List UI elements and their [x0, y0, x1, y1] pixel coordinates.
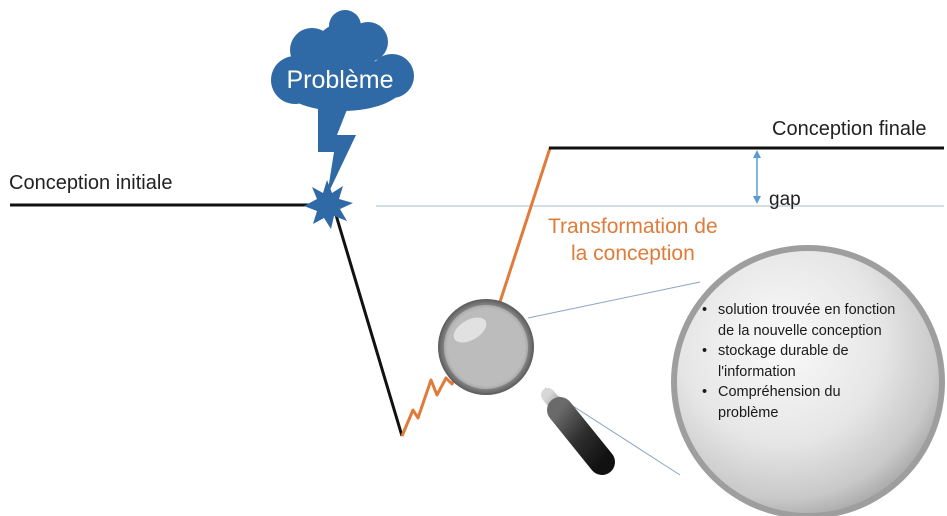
- cloud-icon: [271, 10, 414, 111]
- list-item: solution trouvée en fonction de la nouve…: [702, 300, 902, 341]
- final-conception-label: Conception finale: [772, 118, 927, 140]
- magnifier-icon: [438, 299, 615, 475]
- burst-icon: [304, 180, 353, 229]
- gap-label: gap: [769, 189, 801, 210]
- drop-line: [334, 214, 404, 437]
- gap-arrow: [753, 150, 761, 204]
- transformation-label-line1: Transformation de: [548, 215, 718, 238]
- initial-conception-label: Conception initiale: [9, 172, 173, 194]
- zoom-connector-top: [527, 281, 701, 319]
- list-item: stockage durable de l'information: [702, 341, 902, 382]
- transformation-label-line2: la conception: [571, 242, 695, 265]
- list-item: Compréhension du problème: [702, 382, 902, 423]
- problem-label: Problème: [286, 66, 394, 94]
- lightning-icon: [318, 102, 356, 196]
- findings-list: solution trouvée en fonction de la nouve…: [702, 300, 902, 423]
